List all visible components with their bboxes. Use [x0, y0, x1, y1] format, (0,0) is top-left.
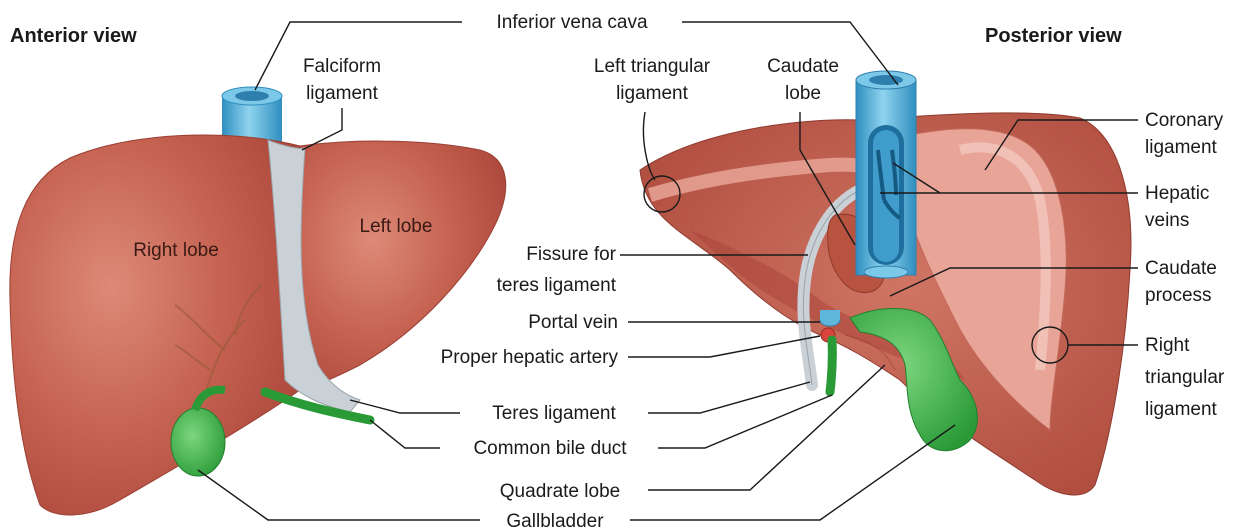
- posterior-portal-vein: [820, 310, 840, 326]
- label-caudate-process-2: process: [1145, 285, 1212, 306]
- label-portal-vein: Portal vein: [528, 312, 618, 333]
- label-coronary-2: ligament: [1145, 137, 1218, 158]
- anterior-liver: [10, 87, 506, 515]
- posterior-view-title: Posterior view: [985, 25, 1122, 47]
- posterior-liver: [640, 71, 1131, 495]
- label-right-triangular-2: triangular: [1145, 367, 1225, 388]
- label-caudate-lobe-2: lobe: [785, 83, 821, 104]
- label-fissure-1: Fissure for: [526, 244, 616, 265]
- label-teres-ligament: Teres ligament: [492, 403, 616, 424]
- label-inferior-vena-cava: Inferior vena cava: [496, 12, 647, 33]
- posterior-common-bile-duct: [830, 340, 832, 392]
- label-right-triangular-3: ligament: [1145, 399, 1218, 420]
- label-hepatic-veins-1: Hepatic: [1145, 183, 1209, 204]
- label-fissure-2: teres ligament: [497, 275, 617, 296]
- label-caudate-lobe-1: Caudate: [767, 56, 839, 77]
- label-hepatic-veins-2: veins: [1145, 210, 1189, 231]
- label-proper-hepatic-artery: Proper hepatic artery: [441, 347, 619, 368]
- label-common-bile-duct: Common bile duct: [473, 438, 627, 459]
- posterior-ivc: [856, 71, 916, 278]
- label-falciform-2: ligament: [306, 83, 379, 104]
- label-falciform-1: Falciform: [303, 56, 381, 77]
- label-coronary-1: Coronary: [1145, 110, 1224, 131]
- anterior-right-lobe: [10, 135, 300, 515]
- label-caudate-process-1: Caudate: [1145, 258, 1217, 279]
- label-gallbladder: Gallbladder: [506, 511, 604, 529]
- label-right-lobe: Right lobe: [133, 240, 219, 261]
- label-quadrate-lobe: Quadrate lobe: [500, 481, 620, 502]
- anterior-gallbladder: [171, 408, 225, 476]
- label-right-triangular-1: Right: [1145, 335, 1190, 356]
- label-left-triangular-2: ligament: [616, 83, 689, 104]
- label-left-triangular-1: Left triangular: [594, 56, 711, 77]
- label-left-lobe: Left lobe: [360, 216, 433, 237]
- anterior-view-title: Anterior view: [10, 25, 137, 47]
